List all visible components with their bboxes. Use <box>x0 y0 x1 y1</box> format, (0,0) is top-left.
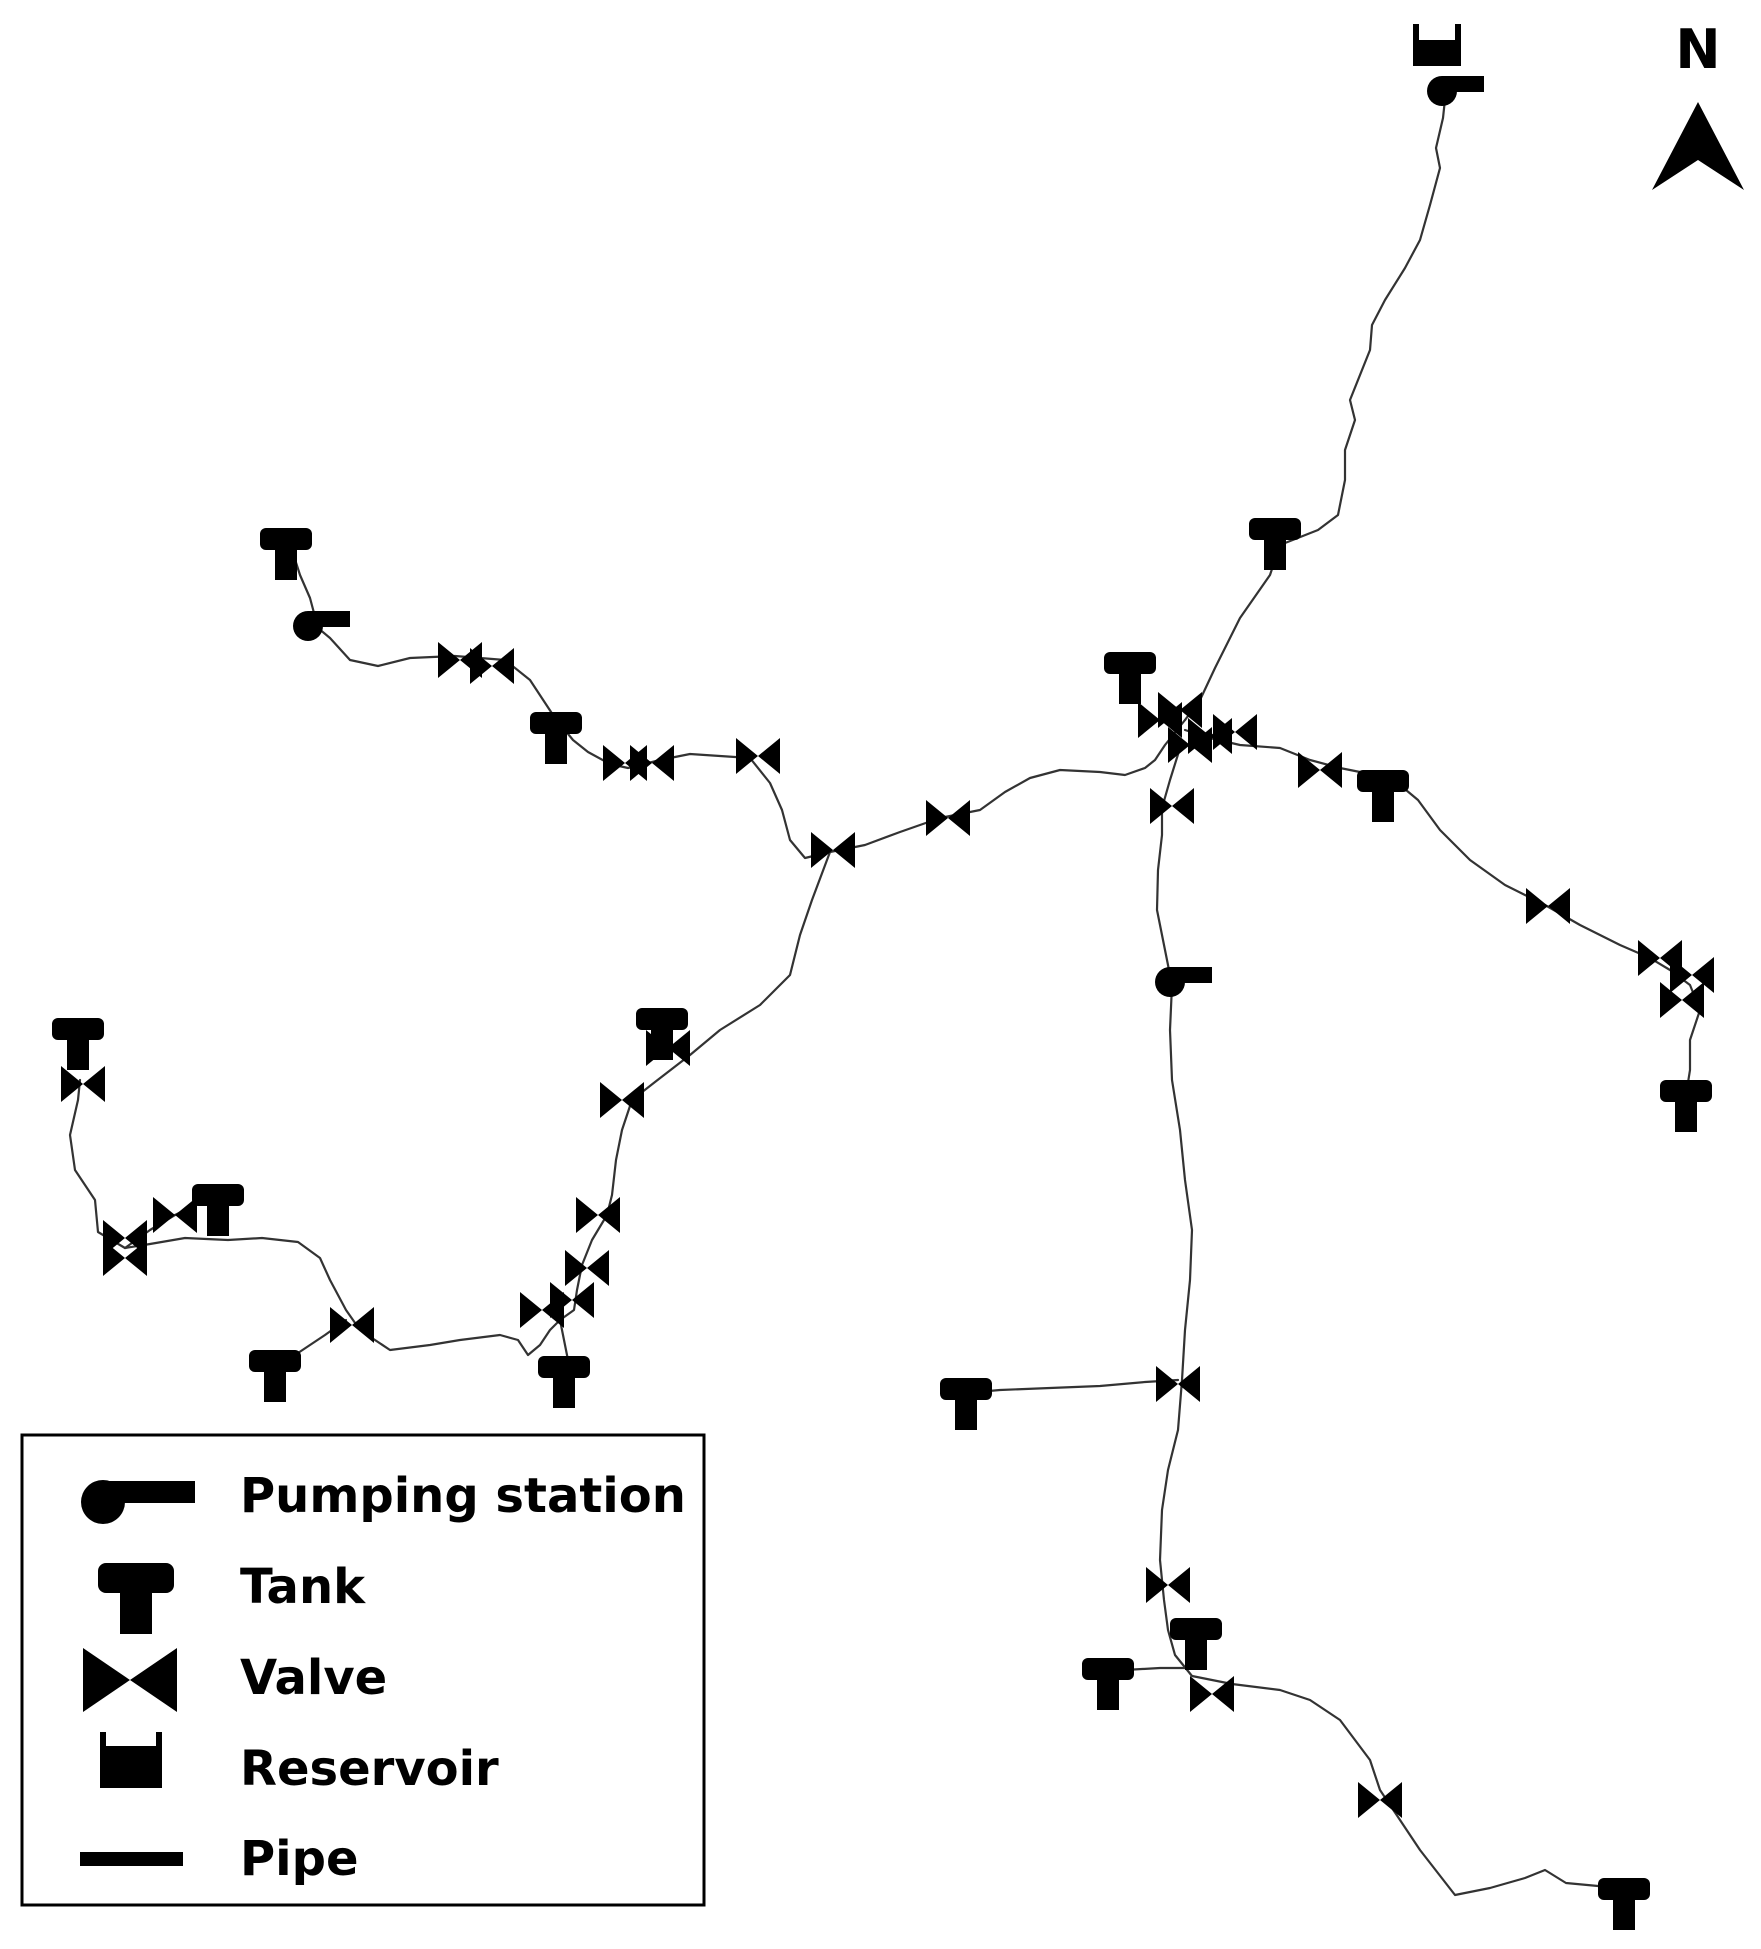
valve-icon <box>1146 1567 1190 1603</box>
tank-icon <box>249 1350 301 1402</box>
valve-icon <box>1526 888 1570 924</box>
tank-icon <box>52 1018 104 1070</box>
tank-icon <box>1660 1080 1712 1132</box>
valve-icon <box>600 1082 644 1118</box>
valve-icon <box>1298 752 1342 788</box>
tank-icon <box>260 528 312 580</box>
legend-valve-icon <box>83 1648 177 1712</box>
tank-icon <box>530 712 582 764</box>
pumping-stations <box>293 76 1484 997</box>
valve-icon <box>330 1307 374 1343</box>
legend-box <box>20 1433 706 1907</box>
north-label: N <box>1675 18 1720 81</box>
valve-icon <box>1156 1366 1200 1402</box>
valve-icon <box>1660 982 1704 1018</box>
north-arrow: N <box>1652 18 1744 190</box>
valve-icon <box>103 1240 147 1276</box>
legend-pumping-station-icon <box>81 1480 195 1524</box>
valve-icon <box>630 745 674 781</box>
pipe <box>1183 728 1702 1097</box>
north-arrow-icon <box>1652 102 1744 190</box>
tank-icon <box>1170 1618 1222 1670</box>
valve-icon <box>576 1197 620 1233</box>
tank-icon <box>940 1378 992 1430</box>
valve-icon <box>926 800 970 836</box>
pumping-station-icon <box>1155 967 1212 997</box>
valve-icon <box>153 1197 197 1233</box>
pipe <box>964 1378 1180 1395</box>
pumping-station-icon <box>293 611 350 641</box>
pipe <box>68 850 832 1357</box>
legend-label-pumping-station: Pumping station <box>240 1468 686 1524</box>
legend-label-valve: Valve <box>240 1650 387 1706</box>
legend-label-tank: Tank <box>240 1559 366 1615</box>
valve-icon <box>61 1066 105 1102</box>
pumping-station-icon <box>1427 76 1484 106</box>
pipe <box>1183 88 1448 722</box>
tank-icon <box>1082 1658 1134 1710</box>
legend: Pumping station Tank Valve Reservoir Pip… <box>20 1433 706 1907</box>
reservoir-icon <box>1413 24 1461 66</box>
pipe <box>290 548 1187 860</box>
legend-pipe-icon <box>80 1852 183 1866</box>
pipe-network <box>68 88 1702 1897</box>
tank-icon <box>1104 652 1156 704</box>
tank-icon <box>1598 1878 1650 1930</box>
valve-icon <box>470 648 514 684</box>
tank-icon <box>538 1356 590 1408</box>
valve-icon <box>1150 788 1194 824</box>
valve-icon <box>1190 1676 1234 1712</box>
tank-icon <box>1249 518 1301 570</box>
tank-icon <box>1357 770 1409 822</box>
pipe <box>1155 746 1626 1897</box>
reservoirs <box>1413 24 1461 66</box>
legend-reservoir-icon <box>100 1732 162 1788</box>
legend-label-pipe: Pipe <box>240 1831 359 1887</box>
valve-icon <box>811 832 855 868</box>
valve-icon <box>520 1292 564 1328</box>
legend-label-reservoir: Reservoir <box>240 1741 499 1797</box>
legend-tank-icon <box>98 1563 174 1634</box>
tank-icon <box>192 1184 244 1236</box>
